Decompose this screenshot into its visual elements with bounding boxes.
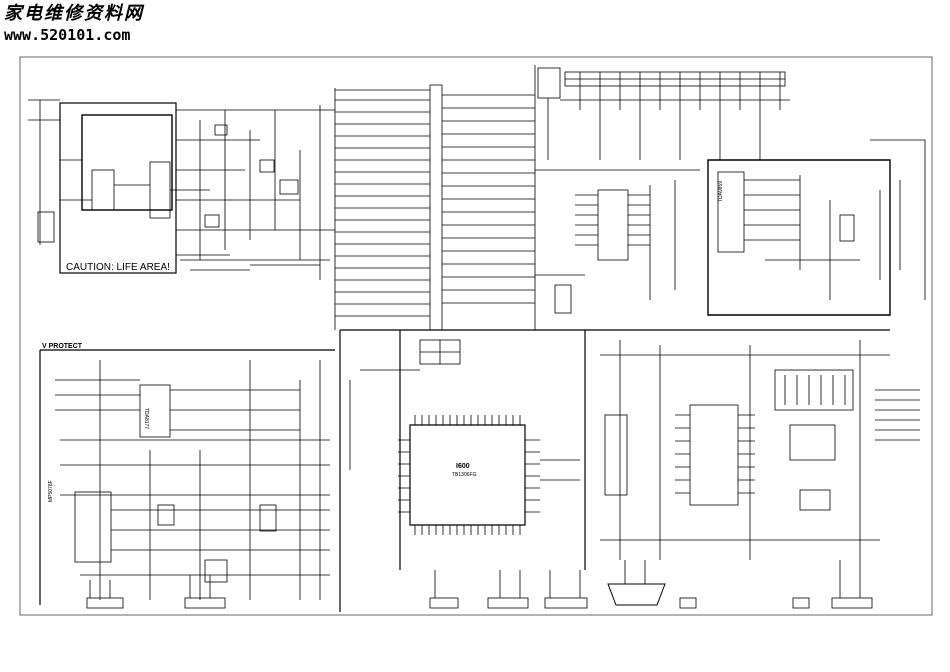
caution-label: CAUTION: LIFE AREA! — [66, 262, 170, 273]
site-url: www.520101.com — [4, 26, 131, 44]
tuner-block — [707, 139, 926, 316]
schematic-border — [19, 56, 933, 616]
main-ic-label: TB1306FG — [452, 472, 477, 478]
key-switch-array — [537, 67, 790, 160]
main-ic-ref-label: I600 — [456, 463, 470, 470]
power-ic-label: TDA8177 — [143, 408, 149, 429]
site-title: 家电维修资料网 — [4, 3, 144, 24]
bottom-connectors — [86, 560, 873, 609]
audio-ic-block — [535, 169, 700, 314]
bus-connector — [334, 65, 536, 331]
bottom-left-ic-label: MP5078F — [48, 480, 54, 502]
deflection-block — [600, 340, 920, 560]
power-supply-block — [28, 99, 335, 280]
tuner-ic-label: TDA9859 — [718, 181, 724, 202]
v-protect-label: V PROTECT — [42, 343, 83, 350]
vertical-protect-block — [39, 349, 335, 605]
main-ic-block — [339, 329, 890, 612]
site-header: 家电维修资料网 www.520101.com — [4, 3, 144, 45]
